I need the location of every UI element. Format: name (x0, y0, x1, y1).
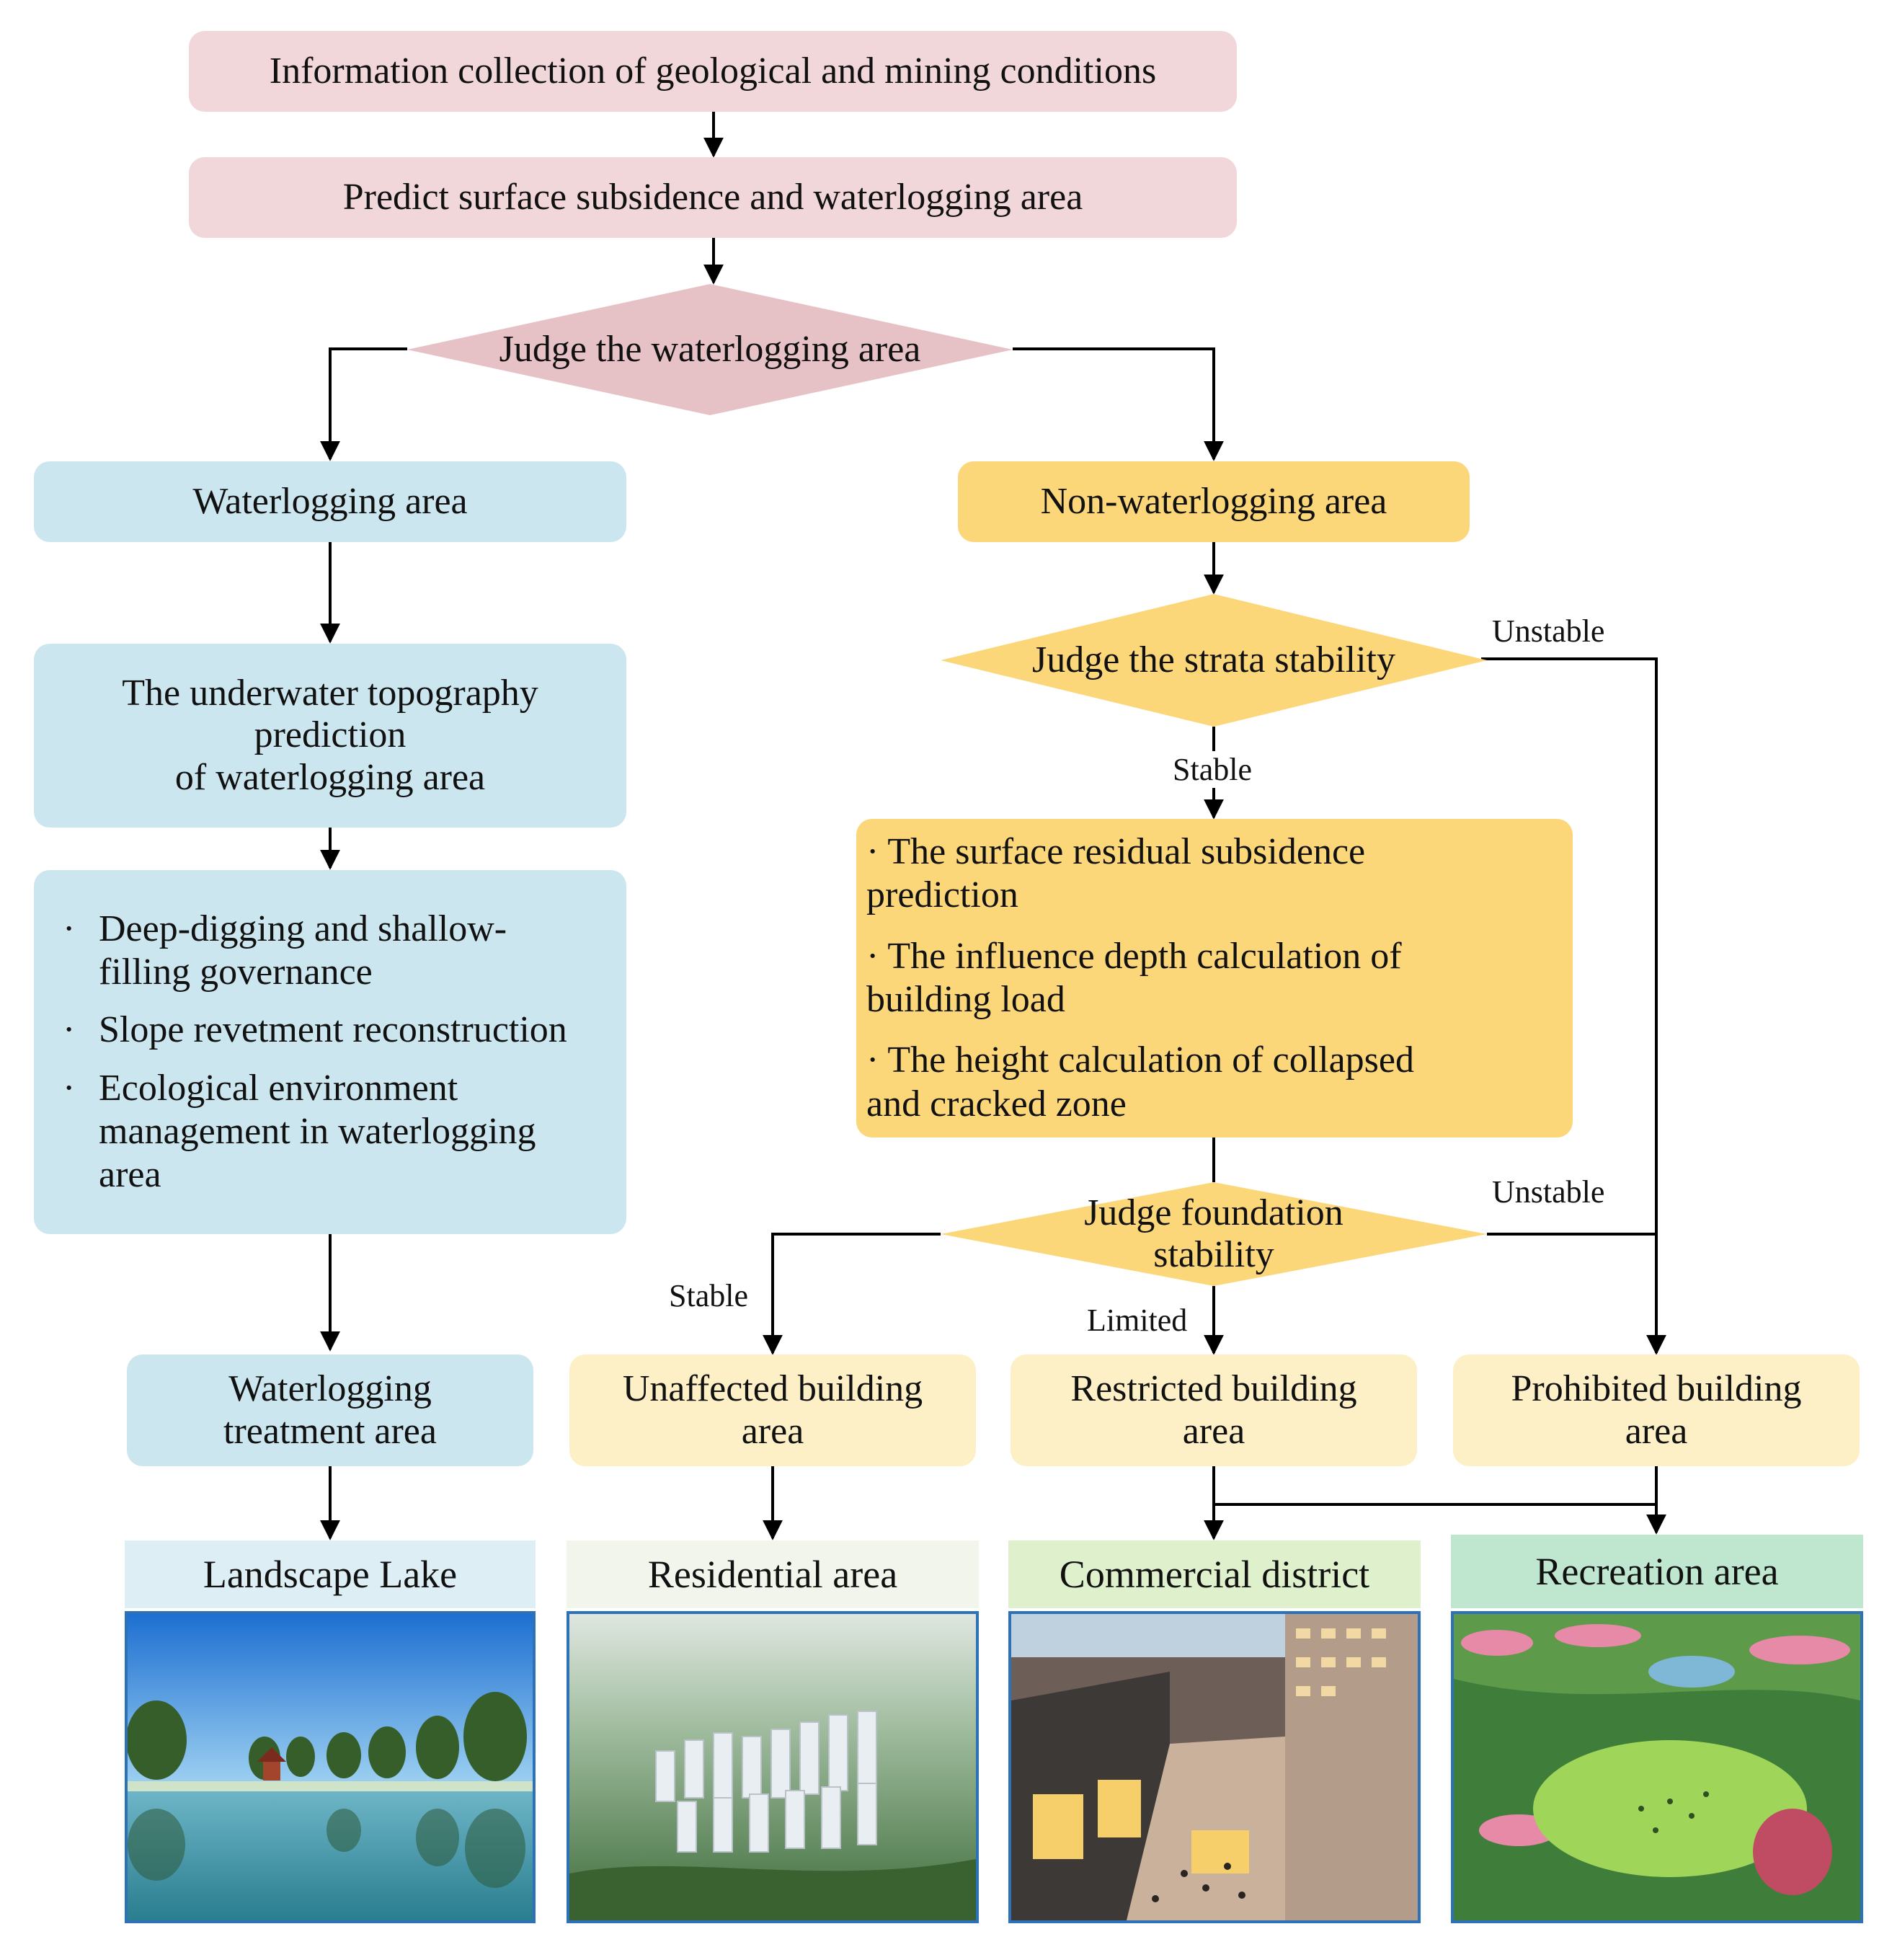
non-waterlogging-area-box: Non-waterlogging area (958, 461, 1470, 542)
unaffected-line-2: area (741, 1410, 804, 1452)
foundation-stable-label: Stable (669, 1278, 748, 1313)
residential-area-label: Residential area (567, 1540, 979, 1608)
bullet-icon: · (63, 1009, 76, 1051)
landscape-lake-label: Landscape Lake (125, 1540, 536, 1608)
measure-item: · Slope revetment reconstruction (63, 1008, 567, 1052)
judge-foundation-line-2: stability (1153, 1234, 1274, 1275)
residential-area-photo (567, 1611, 979, 1923)
treatment-area-line-2: treatment area (223, 1410, 437, 1452)
bullet-icon: · (63, 908, 76, 949)
judge-strata-text: Judge the strata stability (1031, 639, 1395, 680)
underwater-prediction-box: The underwater topography prediction of … (34, 644, 626, 828)
strata-stable-label: Stable (1170, 751, 1255, 788)
judge-waterlogging-diamond: Judge the waterlogging area (407, 284, 1013, 415)
arrow-judge-to-nonwaterlogging (1013, 347, 1224, 461)
arrow-judge-to-waterlogging (320, 347, 407, 461)
judge-strata-shape (941, 594, 1487, 727)
prohibited-line-2: area (1625, 1410, 1688, 1452)
recreation-area-illustration (1454, 1614, 1860, 1920)
calculation-item: · The surface residual subsidence predic… (866, 830, 1365, 918)
calculation-line: building load (866, 979, 1065, 1020)
commercial-district-illustration (1011, 1614, 1418, 1920)
non-waterlogging-area-text: Non-waterlogging area (1040, 480, 1387, 522)
waterlogging-area-text: Waterlogging area (192, 480, 468, 522)
commercial-district-label: Commercial district (1008, 1540, 1421, 1608)
recreation-area-label: Recreation area (1451, 1535, 1863, 1608)
calculation-line: · The surface residual subsidence (866, 831, 1366, 873)
calculations-box: · The surface residual subsidence predic… (856, 819, 1573, 1138)
calculation-item: · The influence depth calculation of bui… (866, 935, 1402, 1022)
underwater-prediction-line-2: prediction (254, 714, 407, 756)
info-collection-text: Information collection of geological and… (269, 50, 1157, 92)
measure-line: area (99, 1154, 161, 1196)
bullet-icon: · (63, 1067, 76, 1109)
measure-item: · Deep-digging and shallow- filling gove… (63, 908, 507, 995)
calculation-line: and cracked zone (866, 1083, 1127, 1125)
prohibited-building-area-box: Prohibited building area (1453, 1354, 1860, 1466)
treatment-area-line-1: Waterlogging (228, 1368, 432, 1410)
measure-item: · Ecological environment management in w… (63, 1067, 536, 1197)
arrow-foundation-stable (763, 1233, 941, 1355)
landscape-lake-photo (125, 1611, 536, 1923)
judge-foundation-text: Judge foundation stability (941, 1182, 1487, 1286)
recreation-area-photo (1451, 1611, 1863, 1923)
calculation-line: · The influence depth calculation of (866, 935, 1402, 977)
residential-area-illustration (569, 1614, 976, 1920)
measure-line: Slope revetment reconstruction (99, 1009, 567, 1051)
foundation-unstable-label: Unstable (1492, 1174, 1605, 1210)
judge-foundation-diamond: Judge foundation stability (941, 1182, 1487, 1286)
prohibited-line-1: Prohibited building (1511, 1368, 1802, 1410)
waterlogging-area-box: Waterlogging area (34, 461, 626, 542)
calculation-item: · The height calculation of collapsed an… (866, 1039, 1414, 1126)
judge-waterlogging-shape (407, 284, 1013, 415)
judge-strata-diamond: Judge the strata stability (941, 594, 1487, 727)
landscape-lake-illustration (128, 1614, 533, 1920)
measure-line: Ecological environment (99, 1067, 458, 1109)
arrow-strata-unstable (1481, 657, 1666, 1355)
measure-line: filling governance (99, 951, 373, 993)
judge-foundation-line-1: Judge foundation (1084, 1192, 1344, 1233)
unaffected-line-1: Unaffected building (622, 1368, 923, 1410)
predict-text: Predict surface subsidence and waterlogg… (342, 176, 1083, 218)
judge-waterlogging-text: Judge the waterlogging area (499, 328, 921, 370)
predict-box: Predict surface subsidence and waterlogg… (189, 157, 1237, 238)
underwater-prediction-line-3: of waterlogging area (174, 756, 486, 798)
commercial-district-photo (1008, 1611, 1421, 1923)
underwater-prediction-line-1: The underwater topography (122, 673, 538, 714)
restricted-line-2: area (1182, 1410, 1245, 1452)
restricted-building-area-box: Restricted building area (1011, 1354, 1417, 1466)
calculation-line: · The height calculation of collapsed (866, 1039, 1414, 1081)
restricted-line-1: Restricted building (1070, 1368, 1357, 1410)
calculation-line: prediction (866, 874, 1018, 916)
foundation-limited-label: Limited (1087, 1303, 1188, 1338)
unaffected-building-area-box: Unaffected building area (569, 1354, 976, 1466)
info-collection-box: Information collection of geological and… (189, 31, 1237, 112)
strata-unstable-label: Unstable (1492, 613, 1605, 649)
governance-measures-box: · Deep-digging and shallow- filling gove… (34, 870, 626, 1234)
measure-line: management in waterlogging (99, 1110, 536, 1152)
treatment-area-box: Waterlogging treatment area (127, 1354, 533, 1466)
measure-line: Deep-digging and shallow- (99, 908, 507, 949)
judge-foundation-shape (941, 1182, 1487, 1286)
